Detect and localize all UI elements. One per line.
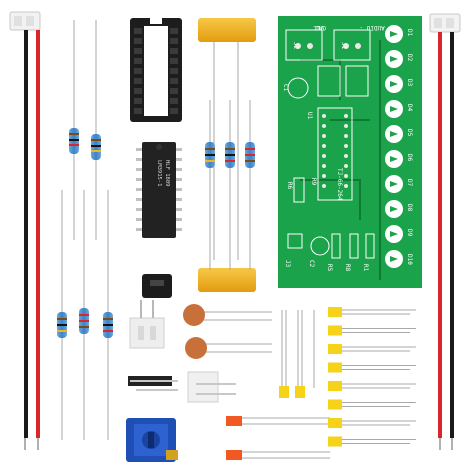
two-pin-header-white [129,300,165,349]
resistor-trio-middle [205,100,255,270]
pcb-board: GND VCC + AUDIO - J2 J1 C1 U1 TJ-66-264 … [278,16,422,288]
yellow-led [328,381,342,391]
yellow-led [328,344,342,354]
pcb-led-polarity-mark [390,31,398,37]
lm3915-ic: LM3915-1 HLF 1809 [136,142,182,238]
pcb-led-label: D4 [406,104,413,112]
pcb-label-vcc: VCC [313,24,324,31]
pcb-led-polarity-mark [390,256,398,262]
pcb-led-polarity-mark [390,81,398,87]
pcb-led-label: D2 [406,54,413,62]
pcb-led-polarity-mark [390,156,398,162]
resistor-pair-top [69,20,101,240]
pcb-led-polarity-mark [390,181,398,187]
pcb-led-label: D8 [406,204,413,212]
pcb-label-j3: J3 [284,260,291,268]
yellow-led-column [328,307,416,447]
yellow-led [328,362,342,373]
pcb-label-r6: R6 [286,182,293,190]
pcb-led-polarity-mark [390,231,398,237]
right-wire-harness [429,13,461,450]
pcb-label-c1: C1 [282,84,289,92]
yellow-led [328,418,342,428]
jumper-cap [142,274,172,298]
pcb-label-c2: C2 [308,260,315,268]
ic-marking-line2: HLF 1809 [164,160,170,187]
yellow-capacitor-top [198,18,256,260]
orange-led-bottom [226,450,330,460]
pcb-led-polarity-mark [390,131,398,137]
pcb-led-polarity-mark [390,56,398,62]
pcb-label-gnd: GND [315,24,326,31]
pcb-led-label: D7 [406,179,413,187]
ic-marking-line1: LM3915-1 [156,160,162,187]
pcb-led-label: D5 [406,129,413,137]
pcb-label-r1: R1 [362,264,369,272]
pcb-label-r8: R8 [344,264,351,272]
pcb-led-label: D3 [406,79,413,87]
right-angle-header-white [187,371,236,403]
yellow-led [328,399,342,410]
ceramic-capacitor-top [183,304,272,326]
pcb-led-polarity-mark [390,206,398,212]
pcb-label-j1: J1 [340,42,347,50]
yellow-led [328,436,342,447]
pcb-label-audio: + AUDIO - [359,24,392,31]
pcb-label-r9: R9 [310,178,317,186]
pcb-label-u1: U1 [306,112,313,120]
pcb-label-r5: R5 [326,264,333,272]
yellow-led [328,325,342,336]
pcb-led-label: D6 [406,154,413,162]
pcb-label-j2: J2 [292,42,299,50]
left-wire-harness [9,11,41,450]
pcb-led-label: D9 [406,229,413,237]
yellow-capacitor-bottom [198,268,256,292]
orange-led-top [226,416,330,426]
pcb-led-label: D10 [406,254,413,265]
yellow-led [328,307,342,317]
resistor-trio-bottom [57,190,113,440]
ic-socket [130,18,182,122]
pcb-board-id: TJ-66-264 [336,168,343,201]
ceramic-capacitor-bottom [185,337,272,359]
pcb-led-label: D1 [406,29,413,37]
trimpot-blue [126,418,178,462]
pin-header-black [128,376,178,391]
pcb-led-polarity-mark [390,106,398,112]
yellow-led-pair-vertical [279,310,315,398]
